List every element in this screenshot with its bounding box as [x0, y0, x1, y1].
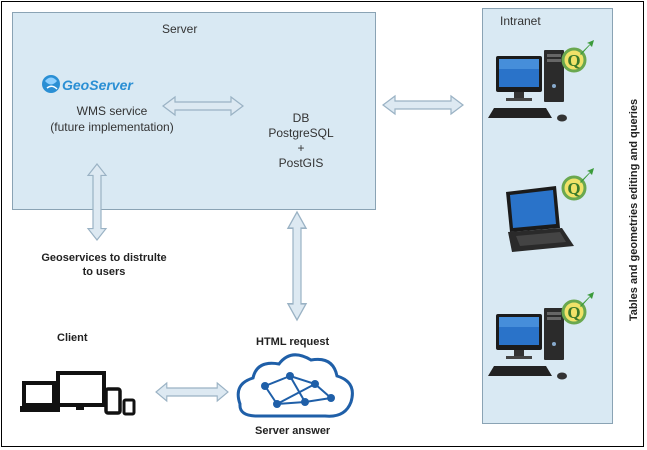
arrow-server-intranet: [382, 95, 464, 115]
geoserver-logo-icon: [42, 75, 60, 93]
arrow-wms-geoservices: [87, 163, 107, 241]
geoserver-logo-text: GeoServer: [62, 77, 133, 93]
db-line-4: PostGIS: [278, 156, 324, 170]
intranet-side-label: Tables and geometries editing and querie…: [628, 98, 640, 322]
client-devices-icon: [20, 371, 136, 416]
server-box: [12, 12, 376, 210]
wms-service-label: WMS service (future implementation): [22, 103, 202, 135]
wms-line-2: (future implementation): [50, 120, 174, 134]
db-line-1: DB: [292, 111, 310, 125]
arrow-db-network: [287, 211, 307, 321]
html-request-label: HTML request: [256, 336, 330, 348]
desktop-computer-1-icon: [488, 38, 596, 122]
intranet-label: Intranet: [500, 14, 541, 28]
laptop-computer-icon: [506, 166, 596, 252]
desktop-computer-2-icon: [488, 290, 596, 380]
arrow-client-network: [155, 382, 229, 402]
db-line-3: +: [297, 141, 305, 155]
geoservices-line-1: Geoservices to distrulte: [41, 252, 167, 264]
server-answer-label: Server answer: [255, 425, 331, 437]
server-label: Server: [162, 22, 198, 36]
db-line-2: PostgreSQL: [268, 126, 334, 140]
db-label: DB PostgreSQL + PostGIS: [256, 111, 346, 171]
network-cloud-icon: [236, 353, 354, 418]
geoservices-line-2: to users: [82, 266, 126, 278]
geoservices-label: Geoservices to distrulte to users: [20, 251, 188, 279]
client-label: Client: [57, 332, 88, 344]
wms-line-1: WMS service: [76, 104, 148, 118]
